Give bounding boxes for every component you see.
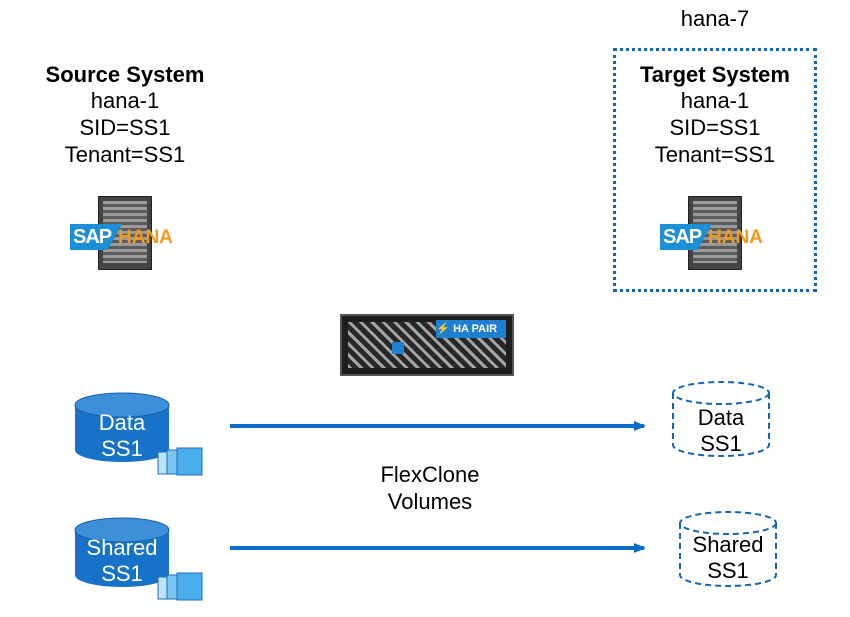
target-hostname: hana-7 [680,6,750,31]
source-title: Source System [45,62,205,87]
target-system-box [613,48,817,292]
sap-logo-text: SAP [73,226,112,248]
source-data-volume-label-line1: Data [98,410,146,435]
hana-logo-text: HANA [118,227,173,248]
sap-hana-server-icon: SAP HANA [658,196,768,270]
flexclone-label-line2: Volumes [387,489,473,514]
target-data-volume-label-line2: SS1 [700,431,742,456]
target-shared-clone-volume-icon [679,511,777,587]
target-sid: SID=SS1 [669,115,761,140]
snapshot-icon [157,447,203,476]
flexclone-label-line1: FlexClone [380,462,480,487]
storage-ha-pair-icon: ⚡ HA PAIR [340,314,514,376]
target-data-volume-label-line1: Data [697,405,745,430]
lightning-icon: ⚡ [436,323,450,335]
snapshot-icon [157,572,203,601]
source-data-volume-label-line2: SS1 [101,436,143,461]
sap-hana-server-icon: SAP HANA [68,196,178,270]
target-title: Target System [640,62,790,87]
source-shared-volume-label-line1: Shared [86,535,158,560]
target-tenant: Tenant=SS1 [654,142,776,167]
netapp-logo-icon [392,342,404,354]
target-shared-volume-label-line1: Shared [692,532,764,557]
hana-logo-text: HANA [708,227,763,248]
target-host: hana-1 [680,88,750,113]
source-shared-volume-icon [74,517,170,587]
target-data-clone-volume-icon [672,381,770,457]
source-sid: SID=SS1 [79,115,171,140]
target-shared-volume-label-line2: SS1 [707,558,749,583]
source-data-volume-icon [74,392,170,462]
source-shared-volume-label-line2: SS1 [101,561,143,586]
sap-logo-text: SAP [663,226,702,248]
ha-pair-badge: HA PAIR [453,323,498,335]
source-tenant: Tenant=SS1 [64,142,186,167]
source-host: hana-1 [90,88,160,113]
